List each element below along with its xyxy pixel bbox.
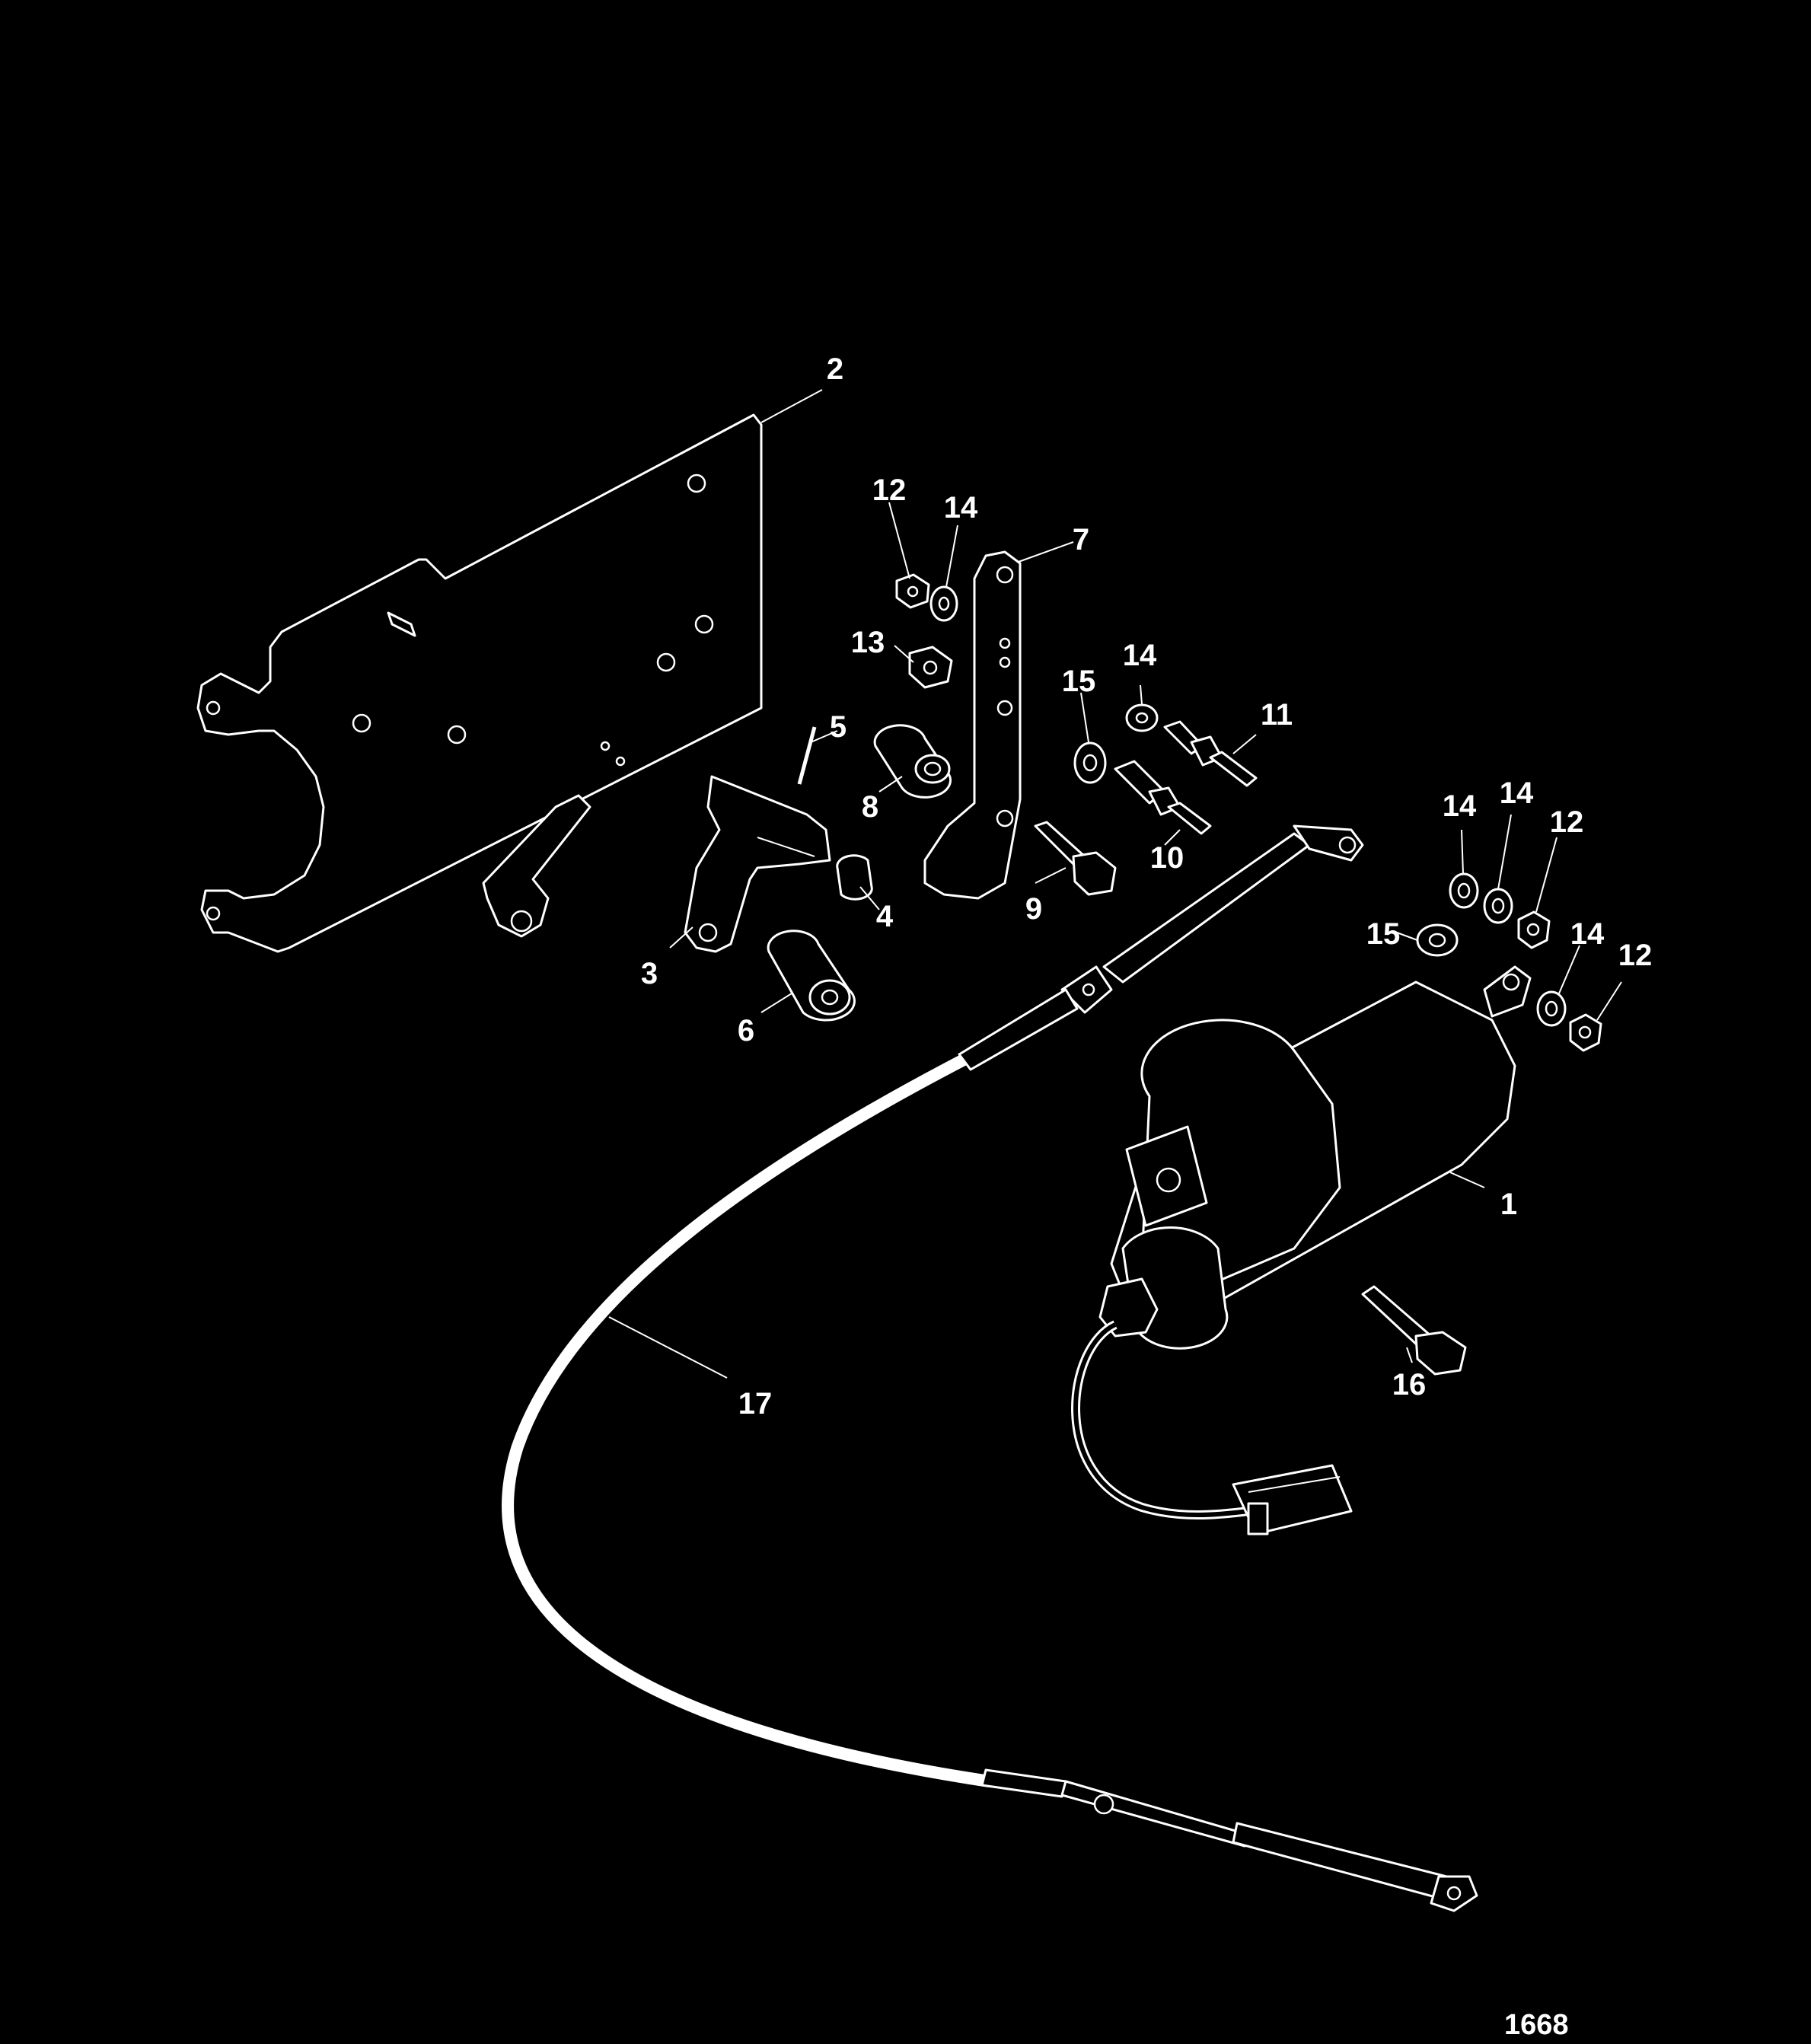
callout-10: 10: [1150, 841, 1184, 875]
callout-13: 13: [851, 626, 885, 659]
callout-4: 4: [876, 900, 894, 933]
stud-10: [1114, 760, 1212, 835]
control-cable: [502, 988, 1478, 1912]
callout-2: 2: [827, 352, 843, 386]
callout-14-right-a: 14: [1443, 789, 1477, 823]
callout-12-right-b: 12: [1618, 939, 1653, 972]
nut-12-top: [895, 573, 930, 609]
nut-12-right-b: [1569, 1013, 1602, 1052]
callout-14-right-c: 14: [1570, 917, 1605, 951]
stud-11: [1163, 720, 1258, 787]
callout-14-top: 14: [944, 491, 978, 525]
washer-14-mid: [1125, 703, 1159, 732]
sleeve: [767, 930, 856, 1022]
callout-5: 5: [830, 710, 847, 744]
actuator-harness: [1071, 1320, 1353, 1535]
mounting-plate: [196, 413, 763, 953]
callout-17: 17: [738, 1387, 773, 1421]
callout-12-top: 12: [872, 474, 907, 507]
callout-8: 8: [862, 790, 878, 824]
callout-16: 16: [1392, 1368, 1427, 1401]
callout-15-upper: 15: [1062, 665, 1096, 698]
callout-14-mid: 14: [1123, 639, 1157, 672]
washer-14-right-b: [1483, 888, 1513, 924]
nut-12-right-a: [1517, 910, 1551, 949]
actuator-rod: [1060, 824, 1364, 1014]
nut-13: [908, 646, 953, 689]
callout-14-right-b: 14: [1500, 776, 1534, 810]
washer-15-right: [1416, 923, 1459, 957]
bushing-large: [873, 724, 952, 799]
actuator-body: [1098, 965, 1532, 1350]
washer-14-top: [929, 585, 958, 622]
lever-bracket: [684, 775, 831, 953]
bolt-16: [1361, 1285, 1467, 1376]
callout-9: 9: [1025, 892, 1042, 926]
callout-15-right: 15: [1366, 917, 1401, 951]
shift-lever-arm: [923, 550, 1022, 900]
document-number: 1668: [1504, 2009, 1569, 2040]
cotter-pin: [797, 726, 817, 785]
bushing-small: [836, 854, 873, 901]
callout-7: 7: [1073, 523, 1089, 556]
callout-labels: 1 2 3 4 5 6 7 8 9 10 11 12 12 12 13 14 1…: [641, 352, 1653, 2041]
callout-6: 6: [738, 1014, 754, 1048]
washer-14-right-c: [1536, 990, 1567, 1027]
washer-15-upper: [1073, 741, 1107, 784]
washer-14-right-a: [1449, 872, 1479, 909]
callout-3: 3: [641, 957, 658, 990]
callout-11: 11: [1261, 698, 1293, 732]
callout-1: 1: [1500, 1188, 1517, 1221]
callout-12-right-a: 12: [1550, 805, 1584, 839]
bolt-9: [1034, 821, 1117, 896]
leader-lines: [608, 389, 1622, 1379]
